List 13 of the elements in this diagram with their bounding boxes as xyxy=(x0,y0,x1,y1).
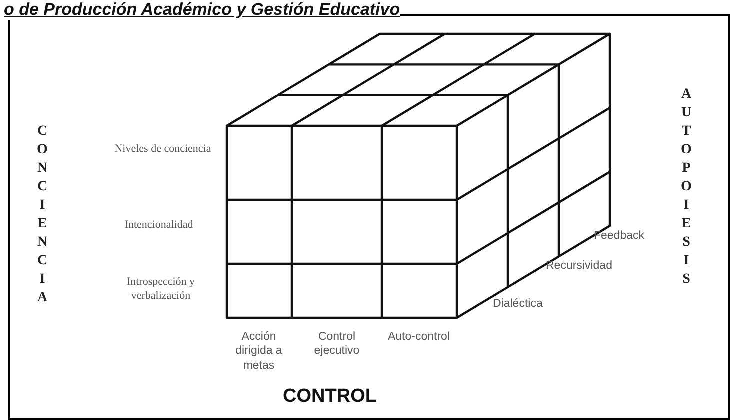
dimension-label: Dialéctica xyxy=(493,297,544,312)
axis-title: CONTROL xyxy=(282,385,378,409)
dimension-label: Introspección y verbalización xyxy=(126,276,196,304)
dimension-label: Recursividad xyxy=(546,259,614,274)
axis-title: AUTOPOIESIS xyxy=(678,87,694,290)
axis-title: CONCIENCIA xyxy=(34,124,50,309)
dimension-label: Intencionalidad xyxy=(124,219,194,233)
dimension-label: Control ejecutivo xyxy=(313,330,361,359)
dimension-label: Acción dirigida a metas xyxy=(234,330,284,374)
title-text: o de Producción Académico y Gestión Educativo xyxy=(4,0,400,20)
dimension-label: Niveles de conciencia xyxy=(114,143,212,157)
dimension-label: Feedback xyxy=(594,229,646,244)
dimension-label: Auto-control xyxy=(386,330,451,344)
